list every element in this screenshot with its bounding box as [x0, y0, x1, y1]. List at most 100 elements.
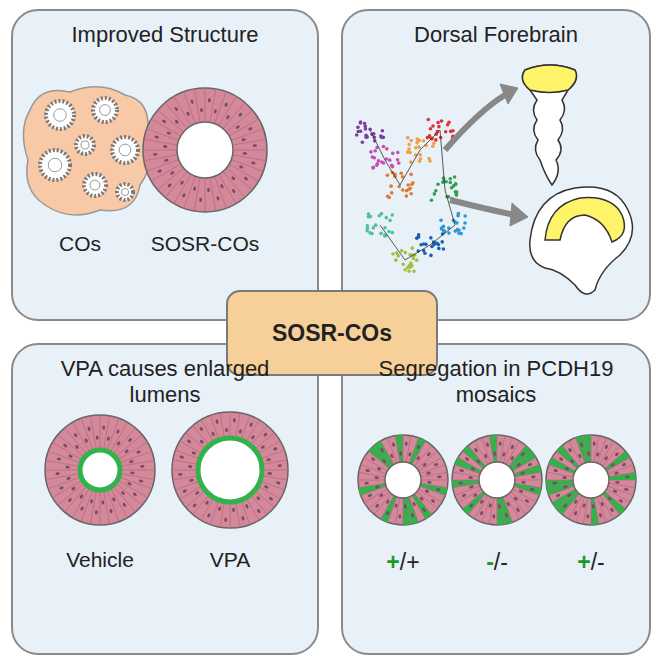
shape: [224, 102, 228, 107]
shape: [52, 480, 82, 498]
umap-point: [396, 158, 400, 162]
panel-title: Segregation in PCDH19 mosaics: [342, 356, 650, 408]
shape: [100, 105, 111, 116]
shape: [67, 498, 72, 503]
umap-point: [361, 140, 365, 144]
panel-box: VPA causes enlarged lumens: [12, 344, 318, 654]
umap-point: [382, 161, 386, 165]
shape: [199, 197, 202, 202]
shape: [167, 183, 172, 188]
shape: [563, 503, 568, 508]
umap-point: [444, 130, 448, 134]
shape: [215, 176, 227, 208]
shape: [191, 451, 196, 455]
umap-point: [364, 127, 368, 131]
shape: [231, 160, 263, 172]
umap-point: [407, 269, 411, 273]
mosaic-sector: [452, 480, 479, 488]
umap-point: [371, 166, 375, 170]
shape: [262, 470, 288, 471]
shape: [276, 481, 281, 485]
shape: [139, 479, 144, 483]
trajectory: [385, 160, 400, 185]
shape: [486, 442, 490, 447]
shape: [158, 168, 184, 190]
shape: [66, 476, 71, 480]
shape: [426, 471, 431, 475]
shape: [65, 466, 70, 469]
umap-point: [456, 214, 460, 218]
shape: [587, 451, 590, 456]
shape: [625, 475, 630, 478]
umap-point: [383, 226, 387, 230]
shape: [421, 472, 448, 477]
shape: [262, 476, 288, 481]
shape: [143, 150, 177, 151]
shape: [110, 487, 128, 517]
mosaic-sector: [395, 435, 403, 462]
shape: [403, 435, 404, 462]
shape: [580, 442, 584, 447]
umap-point: [372, 226, 376, 230]
panel-box: Dorsal Forebrain: [342, 10, 650, 320]
mosaic-sector: [455, 458, 482, 474]
umap-point: [439, 219, 443, 223]
shape: [251, 161, 256, 165]
lumen: [198, 438, 262, 502]
panel-frame: [12, 10, 318, 320]
shape: [211, 431, 215, 436]
shape: [583, 436, 588, 463]
shape: [113, 428, 135, 455]
umap-point: [444, 180, 448, 184]
shape: [411, 513, 415, 518]
umap-point: [449, 130, 453, 134]
shape: [406, 436, 411, 463]
shape: [489, 498, 494, 525]
umap-point: [383, 234, 387, 238]
shape: [558, 457, 563, 462]
shape: [404, 504, 407, 509]
mosaic-sector: [557, 446, 580, 469]
shape: [364, 482, 369, 485]
shape: [166, 131, 171, 135]
umap-point: [403, 268, 407, 272]
shape: [461, 493, 466, 497]
umap-point: [429, 236, 433, 240]
shape: [103, 490, 109, 524]
shape: [243, 152, 248, 155]
umap-point: [417, 235, 421, 239]
genotype-label: +/+: [386, 549, 419, 576]
umap-point: [434, 189, 438, 193]
shape: [433, 462, 438, 466]
genotype-label: -/-: [486, 549, 508, 576]
mosaic-sector: [409, 438, 425, 465]
umap-point: [370, 232, 374, 236]
shape: [245, 504, 249, 509]
umap-point: [375, 163, 379, 167]
shape: [128, 437, 133, 442]
shape: [514, 486, 539, 495]
shape: [430, 499, 435, 504]
shape: [215, 419, 219, 424]
shape: [59, 486, 64, 490]
umap-point: [390, 164, 394, 168]
umap-point: [410, 182, 414, 186]
panel-box: Segregation in PCDH19 mosaics: [342, 344, 650, 654]
umap-point: [463, 214, 467, 218]
mosaic-sector: [514, 483, 541, 495]
umap-point: [410, 246, 414, 250]
umap-point: [433, 192, 437, 196]
mosaic-sector: [605, 451, 630, 471]
shape: [361, 465, 386, 474]
shape: [189, 478, 194, 482]
shape: [174, 106, 179, 111]
shape: [46, 473, 80, 479]
shape: [546, 480, 573, 481]
shape: [172, 470, 198, 471]
shape: [492, 514, 495, 519]
shape: [119, 144, 131, 156]
shape: [140, 465, 145, 468]
umap-point: [363, 122, 367, 126]
umap-point: [448, 181, 452, 185]
shape: [358, 480, 385, 481]
